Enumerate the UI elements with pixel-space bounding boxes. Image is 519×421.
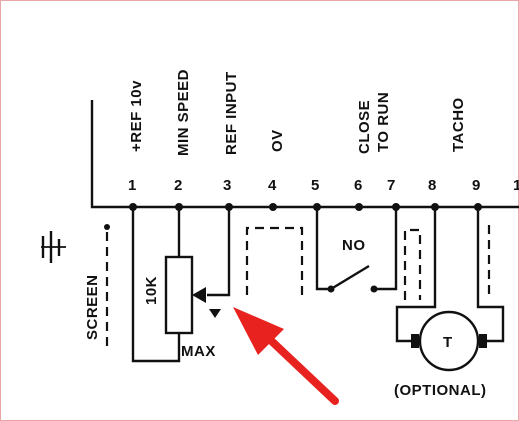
switch-no-label: NO [342,237,366,254]
label-ov: OV [269,129,286,152]
wiper-direction-arrow [209,309,221,318]
tacho-brush-left [411,334,419,348]
terminal-labels: +REF 10v MIN SPEED REF INPUT OV CLOSE TO… [128,69,467,156]
label-ref-input: REF INPUT [223,71,240,155]
pot-wiper-wire [207,207,231,297]
label-to-run: TO RUN [375,92,392,152]
dashed-link-4-5 [245,226,304,295]
terminal-dot-6 [355,203,363,211]
screen-connection-dot [104,224,110,230]
pot-wiper-arrow [192,287,206,303]
terminal-dot-4 [269,203,277,211]
tacho-brush-right [479,334,487,348]
tacho-wire-terminal-8 [395,207,437,343]
potentiometer-body [164,255,194,335]
tacho-wire-terminal-9 [476,207,505,343]
resistor-value-label: 10K [143,276,160,305]
switch-wire-terminal-7 [374,207,398,291]
screen-label: SCREEN [84,274,101,340]
terminal-number-9: 9 [472,177,480,194]
terminal-number-4: 4 [268,177,277,194]
terminal-number-3: 3 [223,177,231,194]
terminal-number-10: 1 [513,177,519,194]
switch-blade [330,264,370,291]
switch-wire-terminal-5 [315,207,331,291]
terminal-number-8: 8 [428,177,436,194]
terminal-number-5: 5 [311,177,319,194]
terminal-number-7: 7 [387,177,395,194]
terminal-number-1: 1 [128,177,136,194]
tacho-dashed-screen [403,228,422,300]
label-min-speed: MIN SPEED [175,69,192,156]
pot-max-label: MAX [181,343,216,360]
terminal-number-6: 6 [354,177,362,194]
tacho-motor-body [418,310,480,372]
screen-ground-symbol [41,231,66,263]
terminal-block-outline [90,100,519,209]
tacho-symbol: T [443,334,453,351]
label-ref-10v: +REF 10v [128,80,145,152]
terminal-numbers: 1 2 3 4 5 6 7 8 9 1 [128,177,519,194]
tacho-optional-note: (OPTIONAL) [394,382,487,399]
label-tacho: TACHO [450,97,467,152]
label-close: CLOSE [356,100,373,154]
terminal-number-2: 2 [174,177,182,194]
red-annotation-arrow [233,307,339,405]
pot-wire-terminal-1 [131,207,181,363]
